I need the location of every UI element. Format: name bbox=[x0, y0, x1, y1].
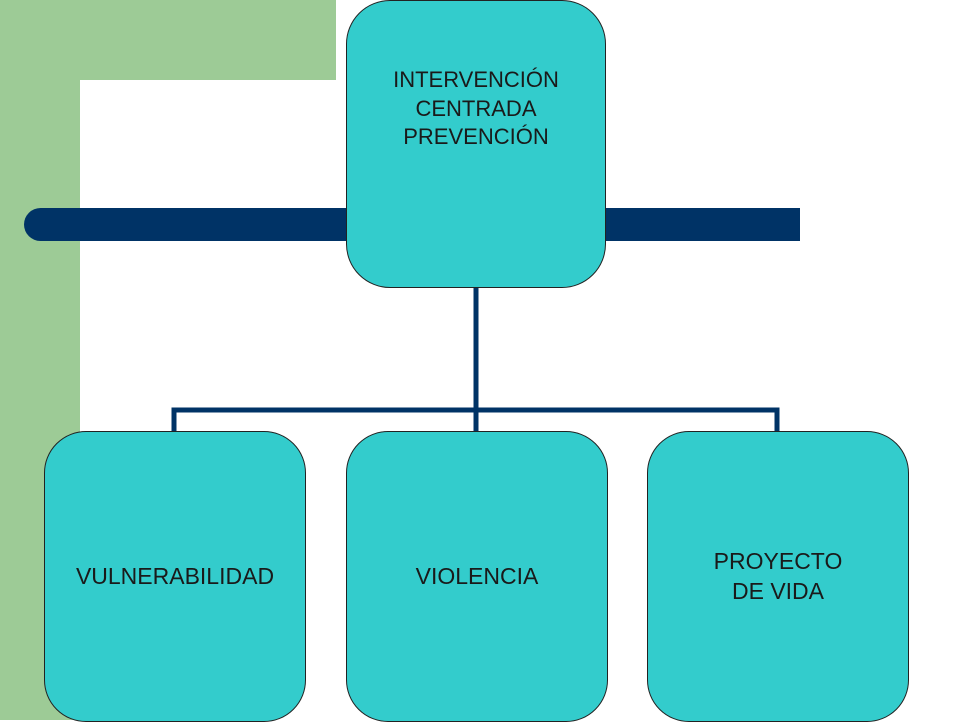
child-node-vulnerabilidad: VULNERABILIDAD bbox=[44, 431, 306, 722]
top-green-block bbox=[0, 0, 336, 80]
root-node: INTERVENCIÓN CENTRADA PREVENCIÓN bbox=[346, 0, 606, 288]
child-node-violencia: VIOLENCIA bbox=[346, 431, 608, 722]
child-node-proyecto-de-vida: PROYECTO DE VIDA bbox=[647, 431, 909, 722]
